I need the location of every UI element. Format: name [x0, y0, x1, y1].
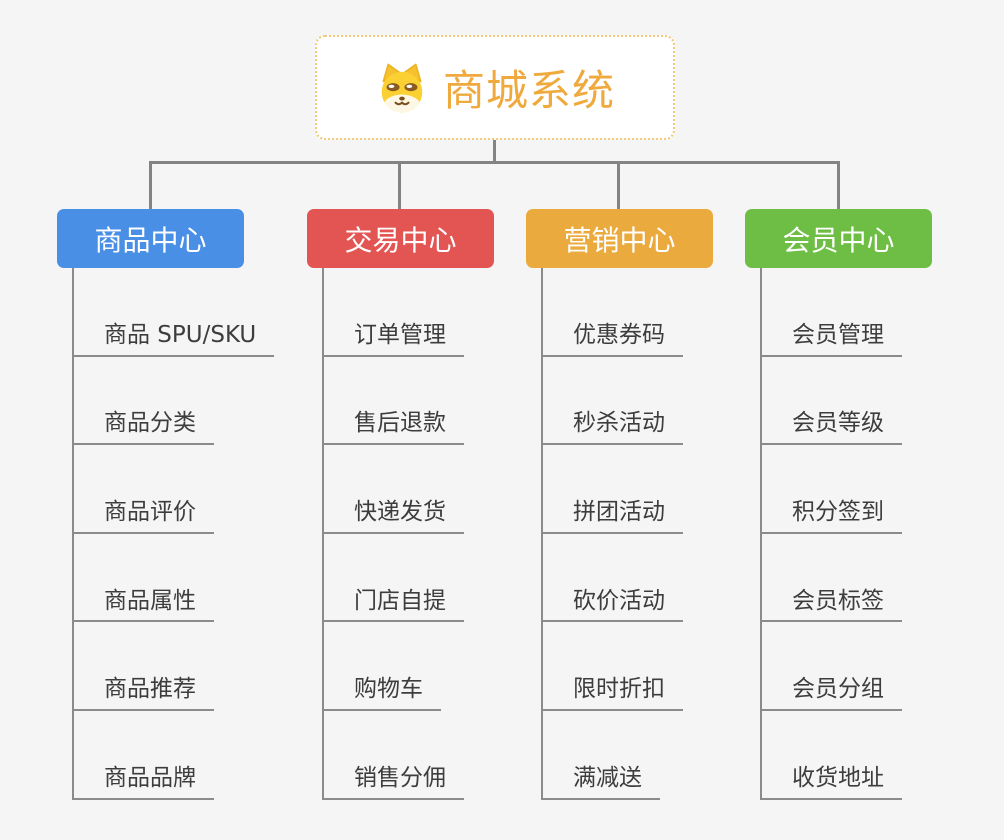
child-node[interactable]: 优惠券码: [541, 321, 683, 357]
branch-box-members[interactable]: 会员中心: [745, 209, 932, 268]
doge-icon: [381, 63, 423, 112]
connector-root-stem: [493, 140, 496, 163]
child-node[interactable]: 门店自提: [322, 587, 464, 623]
child-node[interactable]: 砍价活动: [541, 587, 683, 623]
child-node[interactable]: 会员等级: [760, 409, 902, 446]
branch-column-products: 商品中心 商品 SPU/SKU 商品分类 商品评价 商品属性 商品推荐 商品品牌: [57, 209, 275, 800]
child-node[interactable]: 积分签到: [760, 498, 902, 534]
branch-box-products[interactable]: 商品中心: [57, 209, 244, 268]
branch-box-marketing[interactable]: 营销中心: [526, 209, 713, 268]
branch-column-marketing: 营销中心 优惠券码 秒杀活动 拼团活动 砍价活动 限时折扣 满减送: [526, 209, 713, 800]
child-node[interactable]: 拼团活动: [541, 498, 683, 534]
child-node[interactable]: 订单管理: [322, 321, 464, 357]
branch-children: 会员管理 会员等级 积分签到 会员标签 会员分组 收货地址: [760, 268, 902, 800]
branch-column-trade: 交易中心 订单管理 售后退款 快递发货 门店自提 购物车 销售分佣: [307, 209, 494, 800]
branch-children: 优惠券码 秒杀活动 拼团活动 砍价活动 限时折扣 满减送: [541, 268, 683, 800]
child-node[interactable]: 快递发货: [322, 498, 464, 534]
connector-rail: [149, 161, 840, 164]
connector-drop: [837, 163, 840, 209]
child-node[interactable]: 商品推荐: [72, 675, 214, 711]
child-node[interactable]: 购物车: [322, 675, 441, 711]
branch-box-trade[interactable]: 交易中心: [307, 209, 494, 268]
child-node[interactable]: 商品属性: [72, 587, 214, 623]
child-node[interactable]: 商品评价: [72, 498, 214, 534]
root-title: 商城系统: [442, 66, 615, 115]
connector-trunk: [541, 268, 543, 800]
child-node[interactable]: 售后退款: [322, 409, 464, 446]
child-node[interactable]: 商品 SPU/SKU: [72, 321, 275, 357]
connector-drop: [149, 163, 152, 209]
child-node[interactable]: 会员标签: [760, 587, 902, 623]
child-node[interactable]: 销售分佣: [322, 764, 464, 800]
connector-trunk: [760, 268, 762, 800]
child-node[interactable]: 会员管理: [760, 321, 902, 357]
branch-column-members: 会员中心 会员管理 会员等级 积分签到 会员标签 会员分组 收货地址: [745, 209, 932, 800]
child-node[interactable]: 秒杀活动: [541, 409, 683, 446]
child-node[interactable]: 满减送: [541, 764, 660, 800]
root-node[interactable]: 商城系统: [315, 35, 675, 140]
child-node[interactable]: 会员分组: [760, 675, 902, 711]
branch-children: 订单管理 售后退款 快递发货 门店自提 购物车 销售分佣: [322, 268, 464, 800]
connector-drop: [617, 163, 620, 209]
connector-trunk: [322, 268, 324, 800]
child-node[interactable]: 商品分类: [72, 409, 214, 446]
child-node[interactable]: 收货地址: [760, 764, 902, 800]
child-node[interactable]: 商品品牌: [72, 764, 214, 800]
branch-children: 商品 SPU/SKU 商品分类 商品评价 商品属性 商品推荐 商品品牌: [72, 268, 275, 800]
connector-drop: [398, 163, 401, 209]
connector-trunk: [72, 268, 74, 800]
child-node[interactable]: 限时折扣: [541, 675, 683, 711]
